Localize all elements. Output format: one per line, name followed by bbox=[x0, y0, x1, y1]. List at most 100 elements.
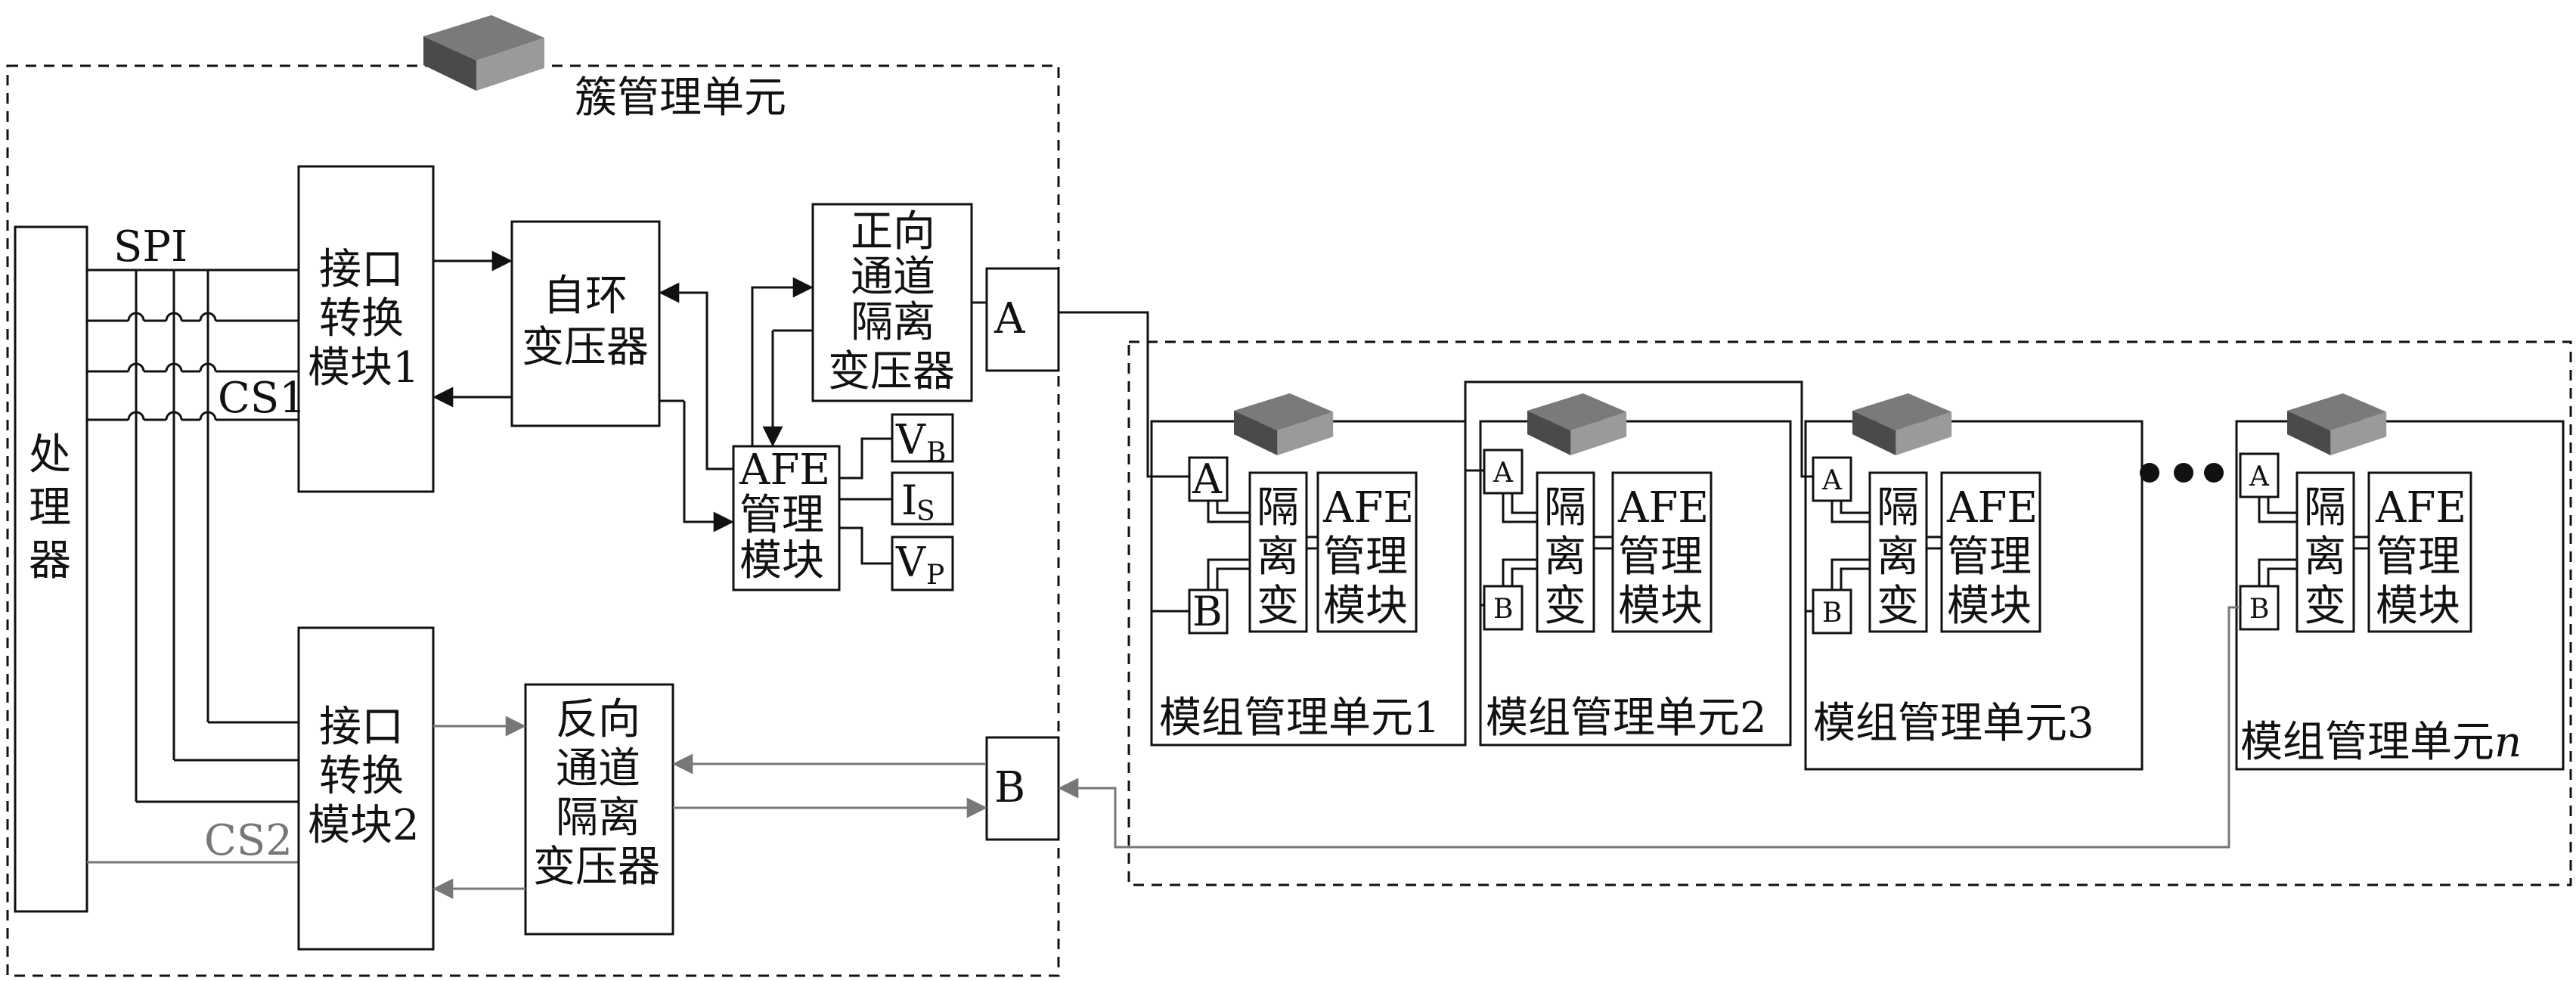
reverse-channel-transformer bbox=[524, 683, 674, 936]
svg-text:变: 变 bbox=[1544, 582, 1586, 631]
module-unit-n: A B 隔 离 变 AFE 管理 模块 模组管理单元n bbox=[2235, 393, 2565, 771]
ellipsis-dots-icon bbox=[2140, 463, 2224, 483]
svg-text:变: 变 bbox=[1877, 582, 1919, 631]
module-1-isolator bbox=[1248, 471, 1308, 633]
reverse-transformer-line-3: 隔离 bbox=[556, 793, 640, 843]
interface-module-1-line-3: 模块1 bbox=[308, 343, 420, 393]
svg-text:离: 离 bbox=[1877, 532, 1919, 582]
module-unit-2: A B 隔 离 变 AFE 管理 模块 模组管理单元2 bbox=[1479, 393, 1792, 747]
svg-text:B: B bbox=[2249, 594, 2269, 625]
module-1-afe bbox=[1316, 471, 1418, 633]
spi-bus-lines bbox=[87, 269, 299, 864]
svg-text:V: V bbox=[895, 416, 926, 464]
module-2-afe bbox=[1611, 471, 1713, 633]
svg-text:B: B bbox=[1822, 598, 1842, 629]
spi-label: SPI bbox=[113, 222, 188, 272]
svg-text:隔: 隔 bbox=[1257, 483, 1299, 532]
sensor-vp: V P bbox=[891, 536, 954, 591]
module-3-afe bbox=[1940, 471, 2041, 633]
loop-transformer-line-1: 自环 bbox=[543, 272, 628, 321]
afe-module-line-1: AFE bbox=[739, 445, 830, 495]
svg-text:I: I bbox=[901, 477, 917, 524]
svg-text:B: B bbox=[926, 437, 946, 468]
loop-transformer bbox=[510, 220, 661, 427]
device-icon bbox=[1234, 393, 1334, 455]
svg-text:管理: 管理 bbox=[1618, 532, 1703, 582]
module-region: A B 隔 离 变 AFE 管理 模块 模组管理单元1 A B 隔 bbox=[1058, 311, 2572, 886]
svg-text:离: 离 bbox=[1257, 532, 1299, 582]
cluster-unit-title: 簇管理单元 bbox=[575, 73, 786, 123]
interface-module-2 bbox=[297, 626, 435, 951]
svg-text:P: P bbox=[926, 560, 944, 591]
sensor-is: I S bbox=[891, 471, 954, 527]
svg-text:V: V bbox=[895, 539, 926, 586]
cluster-management-unit: 簇管理单元 处 理 器 SPI bbox=[6, 15, 1060, 977]
module-unit-1: A B 隔 离 变 AFE 管理 模块 模组管理单元1 bbox=[1150, 393, 1467, 747]
svg-text:AFE: AFE bbox=[1322, 483, 1414, 532]
svg-text:B: B bbox=[1493, 594, 1513, 625]
processor-block bbox=[14, 225, 88, 913]
svg-text:离: 离 bbox=[2304, 532, 2346, 582]
svg-text:变: 变 bbox=[1257, 582, 1299, 631]
device-icon bbox=[1852, 393, 1952, 455]
svg-text:模块: 模块 bbox=[1947, 582, 2032, 631]
forward-transformer-line-3: 隔离 bbox=[851, 298, 935, 347]
svg-text:管理: 管理 bbox=[2376, 532, 2460, 582]
module-n-label: 模组管理单元n bbox=[2240, 718, 2522, 767]
cs2-label: CS2 bbox=[204, 816, 293, 865]
svg-text:隔: 隔 bbox=[1877, 483, 1919, 532]
processor-label-3: 器 bbox=[29, 536, 71, 585]
svg-text:模块: 模块 bbox=[1323, 582, 1408, 631]
reverse-transformer-line-2: 通道 bbox=[556, 744, 640, 793]
cs1-label: CS1 bbox=[218, 374, 306, 423]
module-n-afe bbox=[2367, 471, 2472, 633]
daisy-chain-wiring bbox=[1058, 311, 2240, 849]
module-unit-3: A B 隔 离 变 AFE 管理 模块 模组管理单元3 bbox=[1804, 393, 2144, 771]
svg-text:管理: 管理 bbox=[1947, 532, 2032, 582]
module-2-isolator bbox=[1536, 471, 1595, 633]
module-3-label: 模组管理单元3 bbox=[1813, 699, 2094, 748]
interface-module-1 bbox=[297, 165, 435, 493]
svg-text:AFE: AFE bbox=[1617, 483, 1709, 532]
svg-text:模块: 模块 bbox=[2376, 582, 2460, 631]
port-b-label: B bbox=[994, 763, 1025, 812]
svg-text:S: S bbox=[916, 496, 935, 527]
loop-transformer-line-2: 变压器 bbox=[522, 323, 649, 372]
module-3-isolator bbox=[1868, 471, 1928, 633]
interface-module-1-line-2: 转换 bbox=[319, 294, 404, 343]
svg-text:A: A bbox=[1493, 458, 1514, 489]
device-icon bbox=[423, 15, 544, 91]
afe-module-line-3: 模块 bbox=[739, 536, 824, 585]
forward-transformer-line-2: 通道 bbox=[851, 253, 935, 302]
svg-text:模块: 模块 bbox=[1618, 582, 1703, 631]
device-icon bbox=[1527, 393, 1627, 455]
svg-text:离: 离 bbox=[1544, 532, 1586, 582]
processor-label-1: 处 bbox=[29, 430, 71, 480]
svg-text:A: A bbox=[2249, 461, 2270, 492]
svg-text:隔: 隔 bbox=[2304, 483, 2346, 532]
module-1-label: 模组管理单元1 bbox=[1159, 694, 1440, 743]
svg-text:管理: 管理 bbox=[1323, 532, 1408, 582]
forward-transformer-line-4: 变压器 bbox=[828, 347, 955, 396]
reverse-transformer-line-4: 变压器 bbox=[533, 843, 660, 892]
svg-text:AFE: AFE bbox=[2375, 483, 2466, 532]
forward-transformer-line-1: 正向 bbox=[851, 207, 935, 256]
svg-text:B: B bbox=[1192, 588, 1223, 635]
interface-module-2-line-3: 模块2 bbox=[308, 801, 420, 850]
svg-text:A: A bbox=[1192, 455, 1223, 503]
interface-module-1-line-1: 接口 bbox=[319, 245, 404, 294]
svg-text:变: 变 bbox=[2304, 582, 2346, 631]
reverse-transformer-line-1: 反向 bbox=[556, 695, 640, 744]
svg-text:A: A bbox=[1821, 465, 1843, 496]
interface-module-2-line-1: 接口 bbox=[319, 703, 404, 752]
port-a-label: A bbox=[994, 294, 1025, 343]
processor-label-2: 理 bbox=[29, 483, 71, 532]
module-2-label: 模组管理单元2 bbox=[1486, 694, 1767, 743]
afe-module-line-2: 管理 bbox=[739, 491, 824, 540]
cluster-connections bbox=[432, 250, 987, 899]
sensor-vb: V B bbox=[891, 413, 954, 468]
interface-module-2-line-2: 转换 bbox=[319, 752, 404, 801]
svg-text:AFE: AFE bbox=[1946, 483, 2038, 532]
port-a bbox=[985, 267, 1060, 372]
